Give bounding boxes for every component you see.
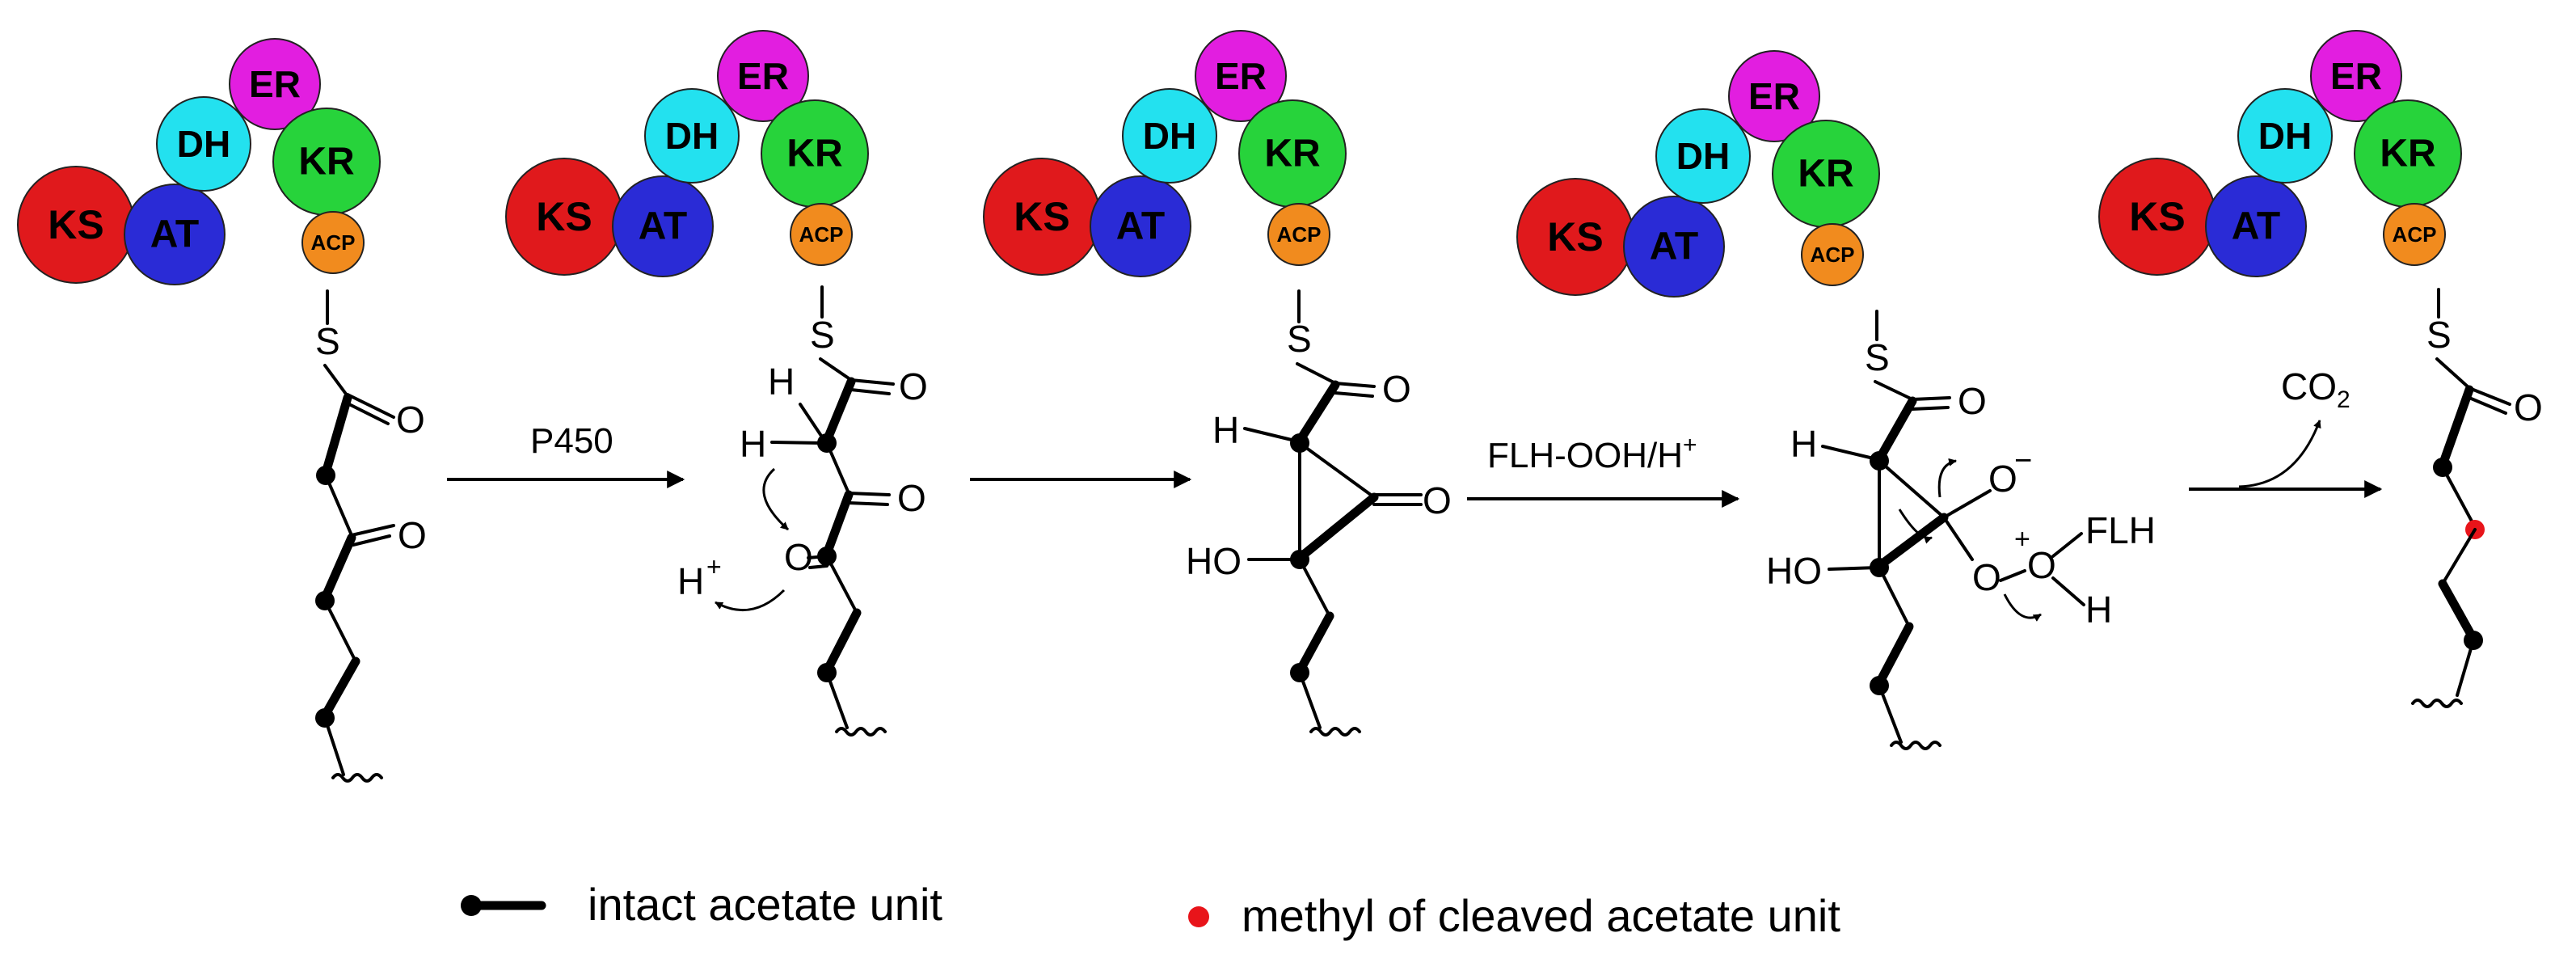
legend: intact acetate unit methyl of cleaved ac…	[461, 879, 1840, 941]
er-label: ER	[249, 63, 301, 105]
at-label: AT	[150, 213, 199, 256]
oxygen-label: O	[1958, 380, 1987, 422]
legend-intact-label: intact acetate unit	[588, 879, 942, 930]
hydroxyl-label: HO	[1766, 550, 1822, 592]
oxonium-charge: +	[2014, 524, 2030, 555]
structure-2: S O H H O O H +	[677, 285, 928, 737]
hydrogen-label: H	[1790, 423, 1817, 465]
sulfur-label: S	[1865, 336, 1890, 378]
hydrogen-label: H	[2085, 589, 2112, 631]
structure-3: S O H O HO	[1186, 289, 1452, 737]
hydroxyl-label: HO	[1186, 540, 1242, 582]
flavin-label: FLH	[2085, 509, 2156, 551]
p450-label: P450	[530, 421, 613, 461]
oxygen-label: O	[897, 477, 926, 519]
proton-charge: +	[706, 552, 722, 581]
sulfur-label: S	[2426, 314, 2452, 356]
co2-release-arrow	[2238, 420, 2321, 488]
oxygen-label: O	[1423, 479, 1452, 521]
oxygen-label: O	[2514, 386, 2543, 428]
hydrogen-label: H	[1212, 409, 1239, 451]
flavin-label-main: FLH-OOH/H	[1487, 436, 1683, 475]
oxygen-label: O	[396, 399, 425, 441]
dh-label: DH	[177, 123, 230, 165]
co2-main: CO	[2281, 365, 2337, 407]
proton-label: H	[677, 560, 704, 602]
sulfur-label: S	[1287, 318, 1312, 360]
oxygen-label: O	[899, 365, 928, 407]
structure-4: S O H O − O O + FLH H HO	[1766, 310, 2156, 750]
flavin-label-sup: +	[1683, 432, 1697, 458]
peroxide-oxygen-label: O	[1972, 556, 2001, 598]
structure-5: S O	[2411, 288, 2543, 708]
acp-label: ACP	[311, 230, 356, 255]
oxygen-label: O	[398, 514, 427, 556]
sulfur-label: S	[810, 314, 835, 356]
ks-label: KS	[48, 202, 103, 247]
hydrogen-label: H	[768, 361, 795, 403]
structure-1: S O O	[315, 289, 427, 783]
er-domain	[229, 38, 321, 130]
legend-red-dot	[1188, 906, 1209, 927]
co2-sub: 2	[2337, 386, 2350, 413]
oxygen-label: O	[1382, 368, 1411, 410]
kr-label: KR	[298, 141, 354, 184]
co2-label: CO2	[2281, 365, 2350, 413]
anion-charge: −	[2014, 444, 2032, 478]
legend-cleaved-label: methyl of cleaved acetate unit	[1242, 890, 1840, 941]
at-domain	[124, 184, 226, 285]
oxonium-oxygen-label: O	[2027, 544, 2056, 586]
dh-domain	[156, 96, 251, 192]
flavin-label: FLH-OOH/H+	[1487, 432, 1697, 475]
acp-domain	[301, 211, 365, 274]
oxide-anion-label: O	[1988, 458, 2017, 500]
sulfur-label: S	[315, 320, 340, 362]
hydrogen-label: H	[740, 423, 766, 465]
